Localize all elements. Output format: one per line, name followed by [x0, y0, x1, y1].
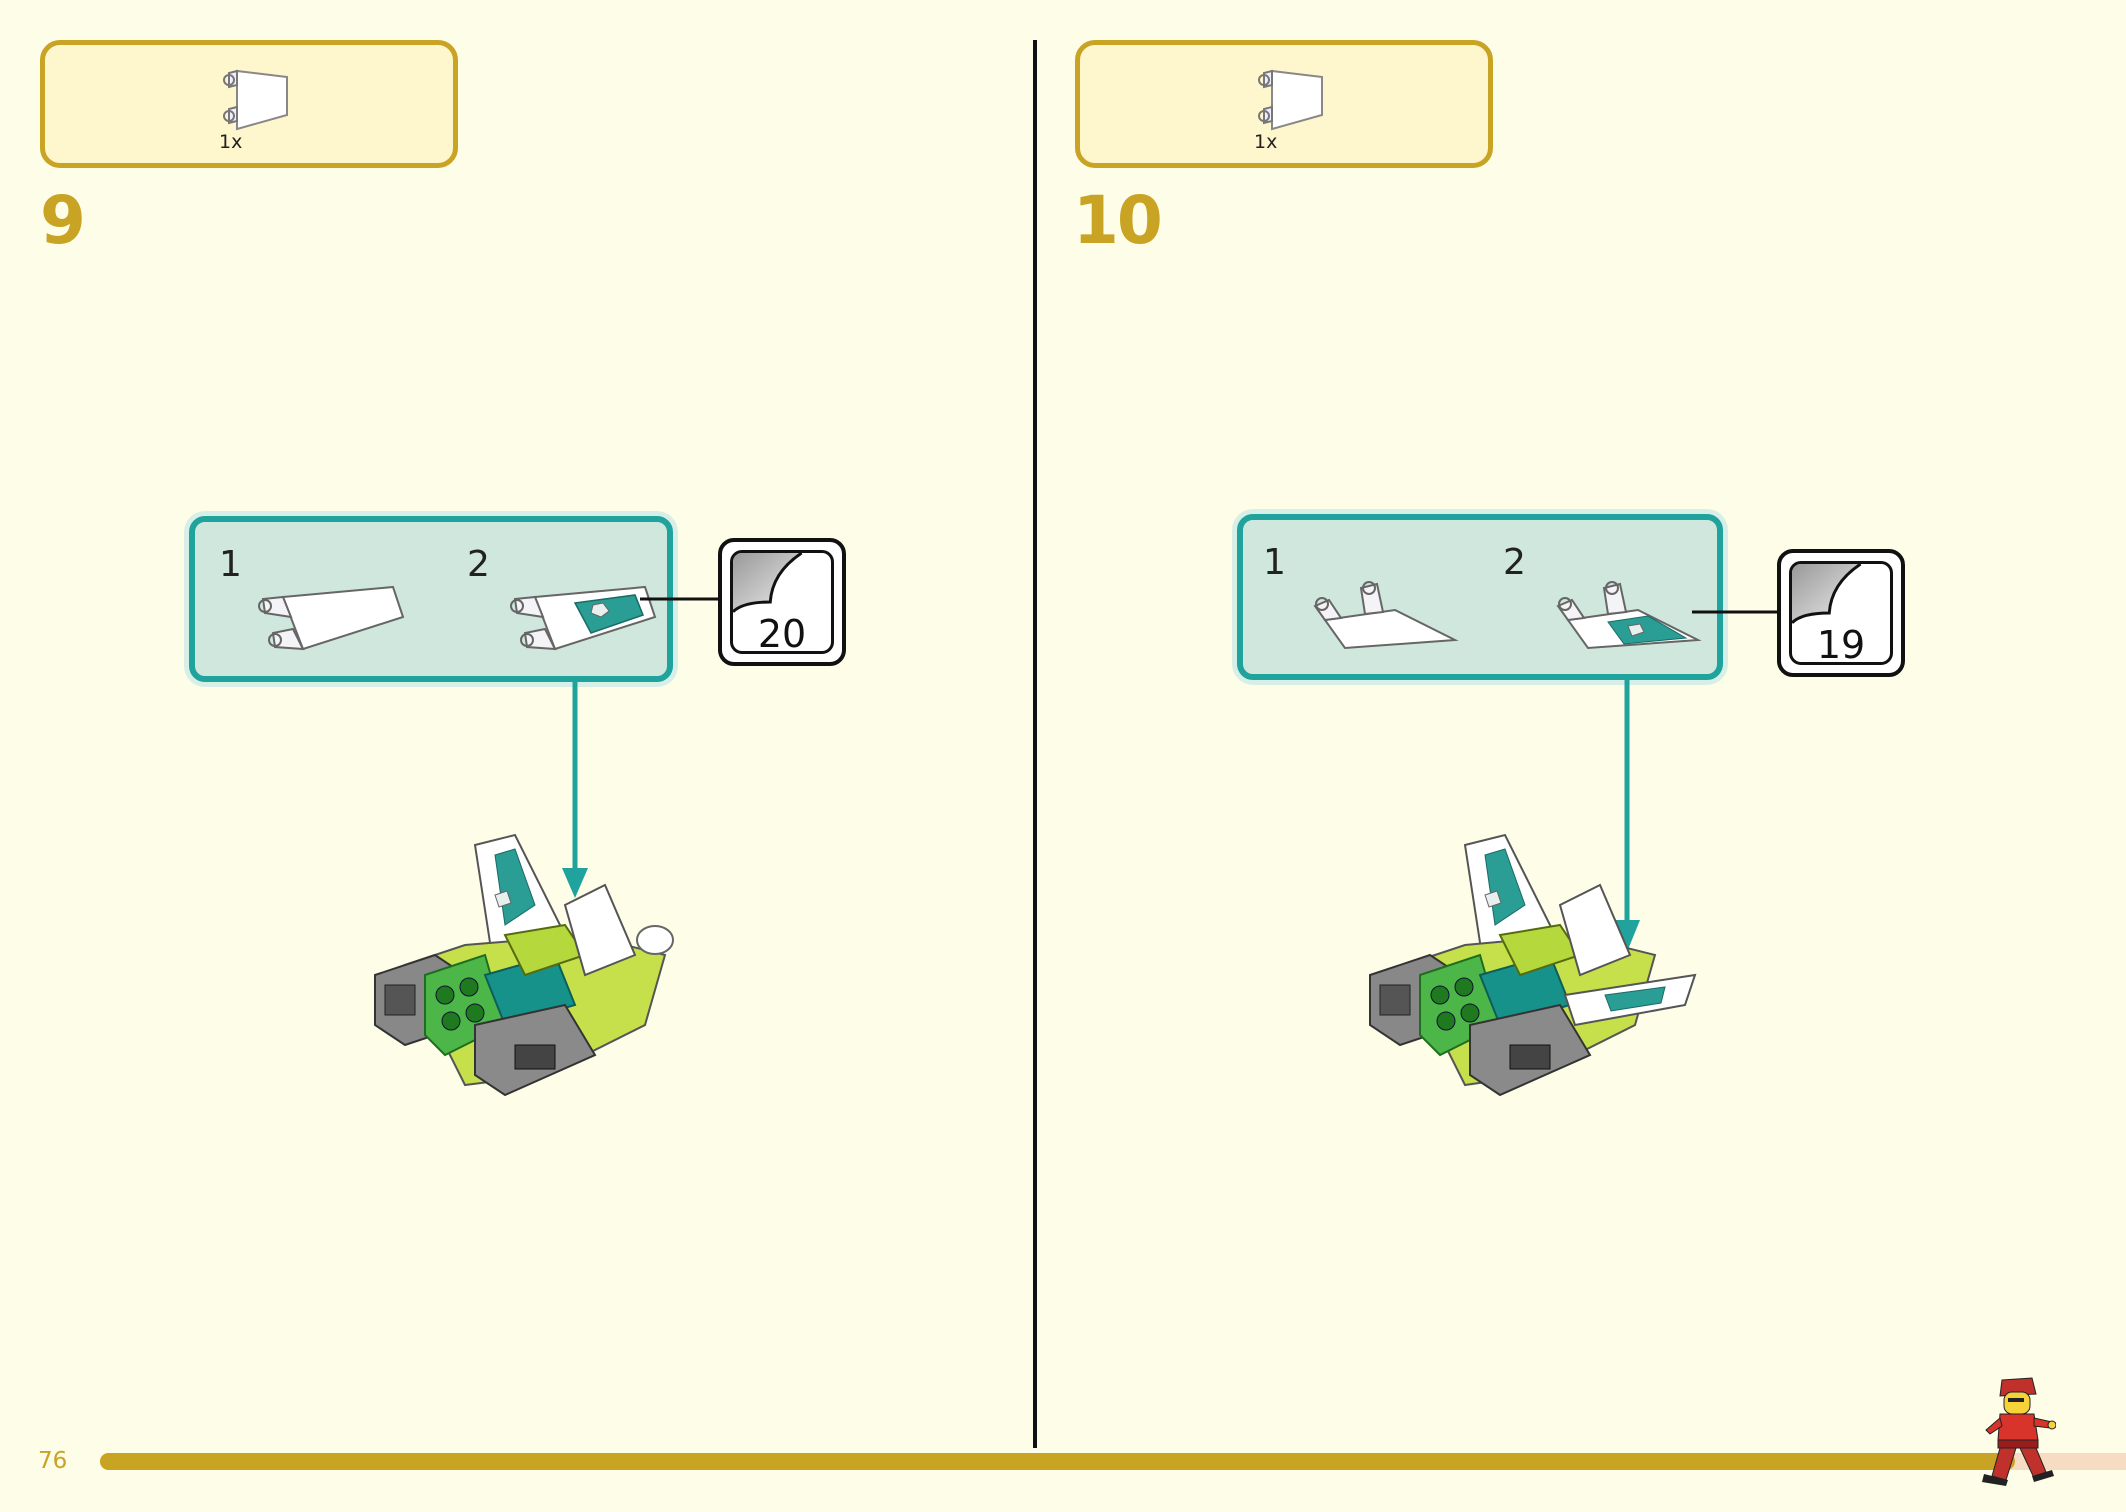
sticker-reference: 19 — [1777, 549, 1905, 677]
flag-piece-icon — [258, 585, 405, 651]
step-number: 10 — [1073, 182, 1163, 259]
sticker-leader-line — [1692, 610, 1780, 614]
progress-bar — [100, 1453, 2126, 1470]
part-quantity: 1x — [1254, 131, 1278, 153]
stickered-flag-icon — [1556, 581, 1702, 650]
sub-step-number: 2 — [1503, 542, 1526, 583]
page-number: 76 — [38, 1448, 68, 1474]
sticker-peel-icon — [1789, 561, 1893, 665]
subassembly-callout: 1 2 — [189, 516, 673, 682]
minifigure-runner-icon — [1982, 1377, 2056, 1486]
flag-piece-icon — [1258, 69, 1323, 131]
sub-step-number: 1 — [219, 544, 242, 585]
sub-step-number: 2 — [467, 544, 490, 585]
part-quantity: 1x — [219, 131, 243, 153]
sub-step-number: 1 — [1263, 542, 1286, 583]
parts-list-step-9: 1x — [40, 40, 458, 168]
step-number: 9 — [40, 182, 86, 259]
progress-bar-fill — [100, 1453, 2015, 1470]
page-divider — [1033, 40, 1037, 1448]
placement-arrow — [1614, 678, 1640, 952]
sticker-number: 19 — [1816, 623, 1866, 667]
sticker-leader-line — [640, 597, 730, 601]
stickered-flag-icon — [510, 585, 657, 651]
sticker-reference: 20 — [718, 538, 846, 666]
sticker-peel-icon — [730, 550, 834, 654]
placement-arrow — [562, 680, 588, 898]
parts-list-step-10: 1x — [1075, 40, 1493, 168]
flag-piece-icon — [223, 69, 288, 131]
flag-piece-icon — [1313, 581, 1459, 650]
sticker-number: 20 — [757, 612, 807, 656]
model-assembly-image — [1369, 833, 1697, 1097]
model-assembly-image — [374, 833, 674, 1097]
subassembly-callout: 1 2 — [1237, 514, 1723, 680]
